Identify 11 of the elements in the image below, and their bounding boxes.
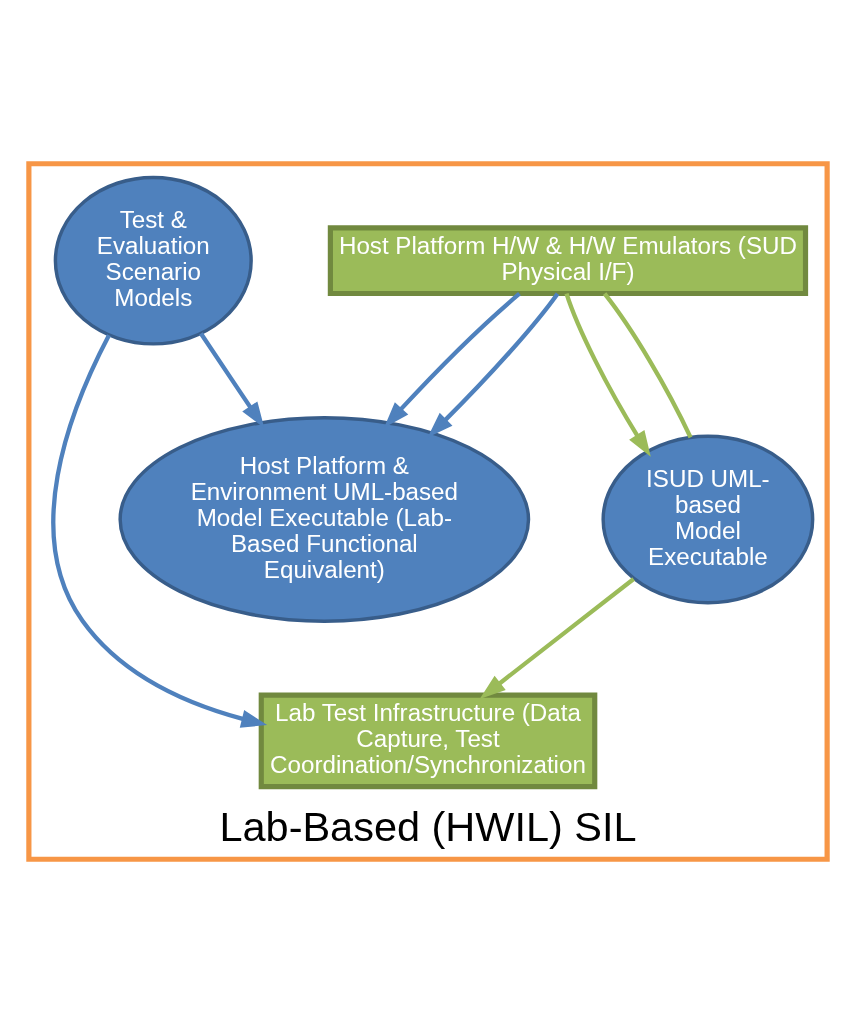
node-ellipse: Host Platform & Environment UML-based Model Executable (Lab-Based Functional Equivalent) bbox=[118, 415, 531, 623]
node-ellipse: Test & Evaluation Scenario Models bbox=[53, 175, 253, 346]
arrow bbox=[479, 577, 635, 699]
node-box: Lab Test Infrastructure (Data Capture, Test Coordination/Synchronization bbox=[258, 692, 598, 790]
node-ellipse: ISUD UML-based Model Executable bbox=[601, 434, 815, 605]
connector bbox=[602, 292, 693, 439]
arrow bbox=[564, 293, 651, 457]
node-box: Host Platform H/W & H/W Emulators (SUD Physical I/F) bbox=[327, 225, 809, 297]
arrow bbox=[51, 334, 268, 728]
arrow bbox=[384, 292, 521, 428]
arrow bbox=[427, 292, 560, 438]
